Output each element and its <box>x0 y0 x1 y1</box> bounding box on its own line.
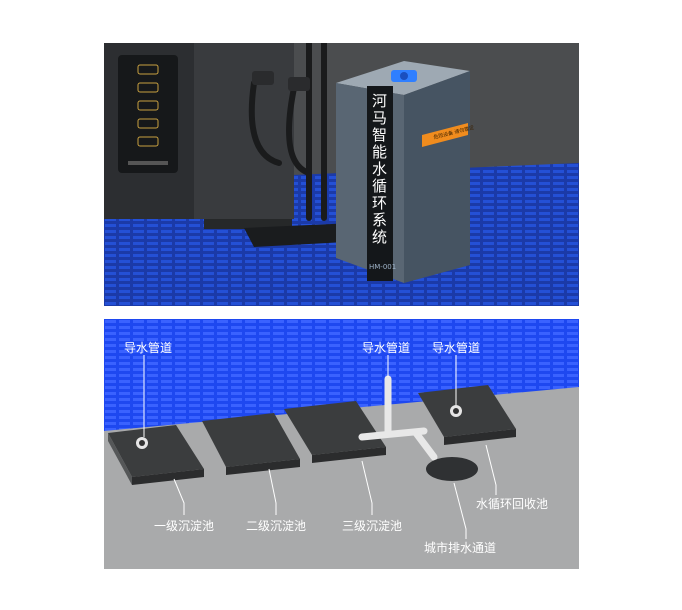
label-drain: 城市排水通道 <box>424 541 497 555</box>
tank-system-illustration <box>104 319 579 569</box>
water-cycle-machine <box>336 61 470 283</box>
drain-cover <box>426 457 478 481</box>
warning-sticker <box>422 123 468 147</box>
tank-3 <box>284 401 386 463</box>
pump-handles <box>252 71 310 91</box>
recycle-tank <box>418 385 516 445</box>
logo-icon <box>391 70 417 82</box>
label-recycle-tank: 水循环回收池 <box>476 497 549 511</box>
callout-lines <box>143 355 497 539</box>
label-tank-2: 二级沉淀池 <box>246 519 307 533</box>
stand-base <box>244 223 364 247</box>
connecting-pipe <box>358 375 438 461</box>
label-tank-3: 三级沉淀池 <box>342 519 403 533</box>
label-pipe-left: 导水管道 <box>124 341 173 355</box>
floor-grate <box>104 319 579 431</box>
label-pipe-right: 导水管道 <box>432 341 481 355</box>
tank-1 <box>108 425 204 485</box>
tank-system-scene: 导水管道 导水管道 导水管道 一级沉淀池 二级沉淀池 三级沉淀池 水循环回收池 … <box>104 319 579 569</box>
dispenser-machine <box>104 43 294 229</box>
label-pipe-mid: 导水管道 <box>362 341 411 355</box>
label-tank-1: 一级沉淀池 <box>154 519 215 533</box>
machine-title-text: 河马智能水循环系统 <box>372 92 388 246</box>
nozzles <box>248 43 327 221</box>
machine-illustration <box>104 43 579 306</box>
model-label: HM-001 <box>369 263 397 271</box>
tank-2 <box>202 413 300 475</box>
machine-scene: 河马智能水循环系统 HM-001 危险设备 请勿靠近 <box>104 43 579 306</box>
